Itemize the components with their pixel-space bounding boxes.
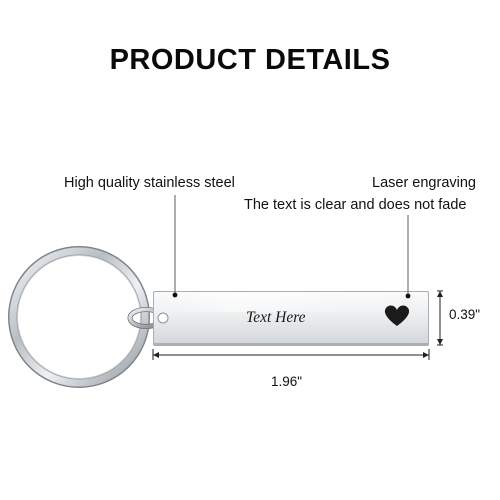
engraved-text: Text Here bbox=[246, 309, 306, 326]
height-dimension-label: 0.39" bbox=[449, 307, 481, 322]
width-dimension-label: 1.96" bbox=[271, 374, 303, 389]
key-ring bbox=[8, 246, 150, 388]
engraving-callout-title: Laser engraving bbox=[372, 175, 476, 191]
steel-bar bbox=[153, 291, 429, 346]
heart-icon bbox=[384, 305, 410, 326]
material-callout-label: High quality stainless steel bbox=[64, 175, 235, 191]
engraving-leader-line bbox=[405, 215, 411, 299]
height-dimension-marker bbox=[437, 290, 443, 346]
width-dimension-marker bbox=[152, 349, 430, 360]
material-leader-line bbox=[172, 195, 178, 298]
page-title: PRODUCT DETAILS bbox=[109, 44, 391, 76]
engraving-callout-note: The text is clear and does not fade bbox=[244, 197, 467, 213]
